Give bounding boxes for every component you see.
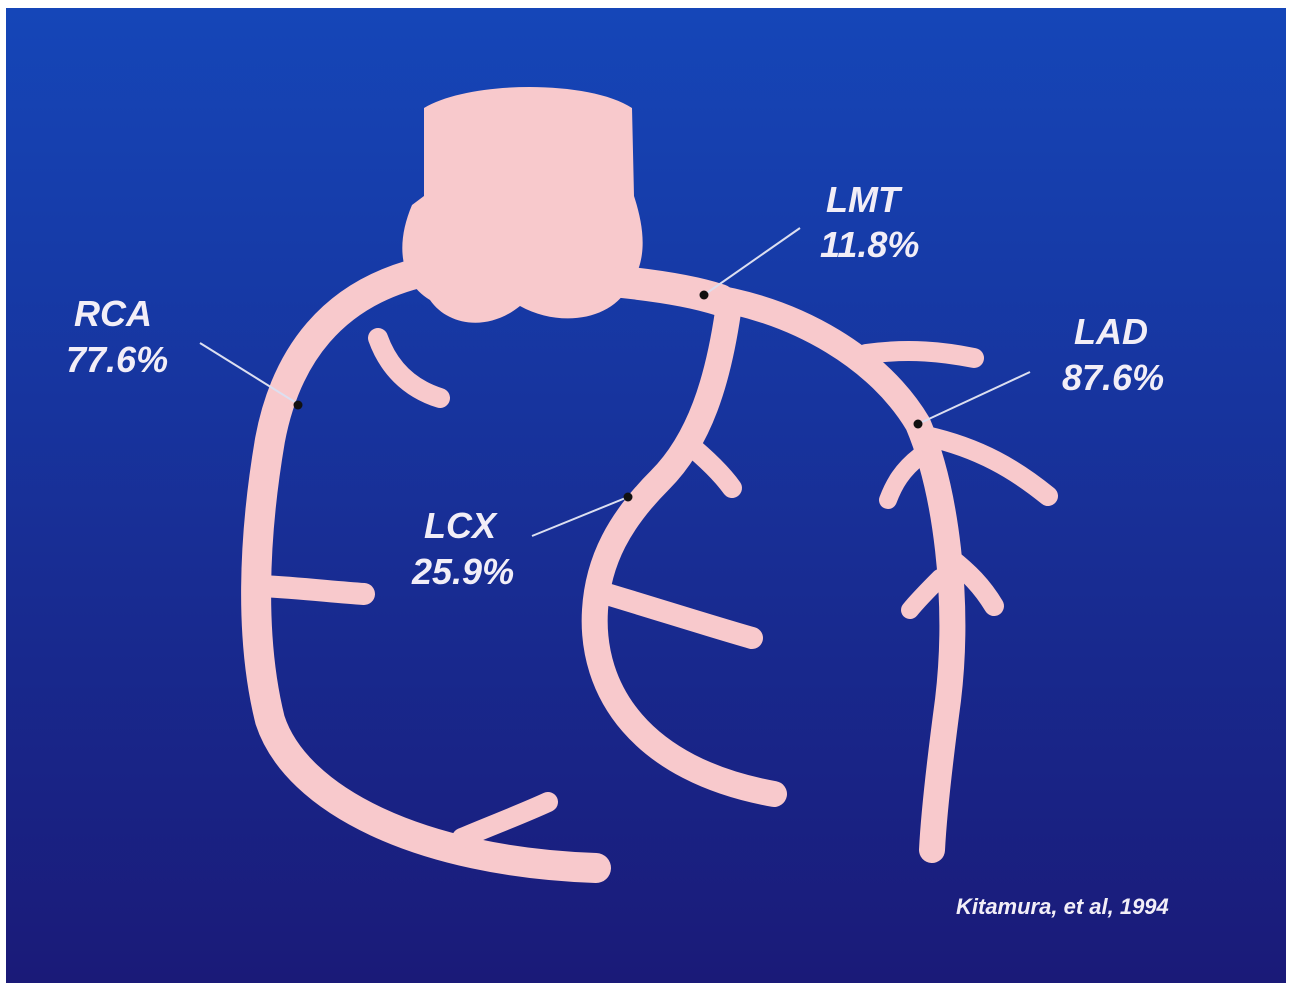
rca-label: RCA: [74, 293, 152, 334]
lmt-marker: [700, 291, 709, 300]
rca-marker: [294, 401, 303, 410]
lcx-label: LCX: [424, 505, 498, 546]
citation-text: Kitamura, et al, 1994: [956, 894, 1169, 919]
rca-branch-marginal: [262, 586, 364, 594]
lad-percentage: 87.6%: [1062, 357, 1164, 398]
lcx-marker: [624, 493, 633, 502]
aortic-root: [402, 87, 642, 323]
rca-percentage: 77.6%: [66, 339, 168, 380]
lad-marker: [914, 420, 923, 429]
lmt-label: LMT: [826, 179, 903, 220]
lcx-percentage: 25.9%: [411, 551, 514, 592]
lad-label: LAD: [1074, 311, 1148, 352]
lad-diagonal-1: [866, 351, 974, 358]
lmt-percentage: 11.8%: [820, 224, 919, 265]
